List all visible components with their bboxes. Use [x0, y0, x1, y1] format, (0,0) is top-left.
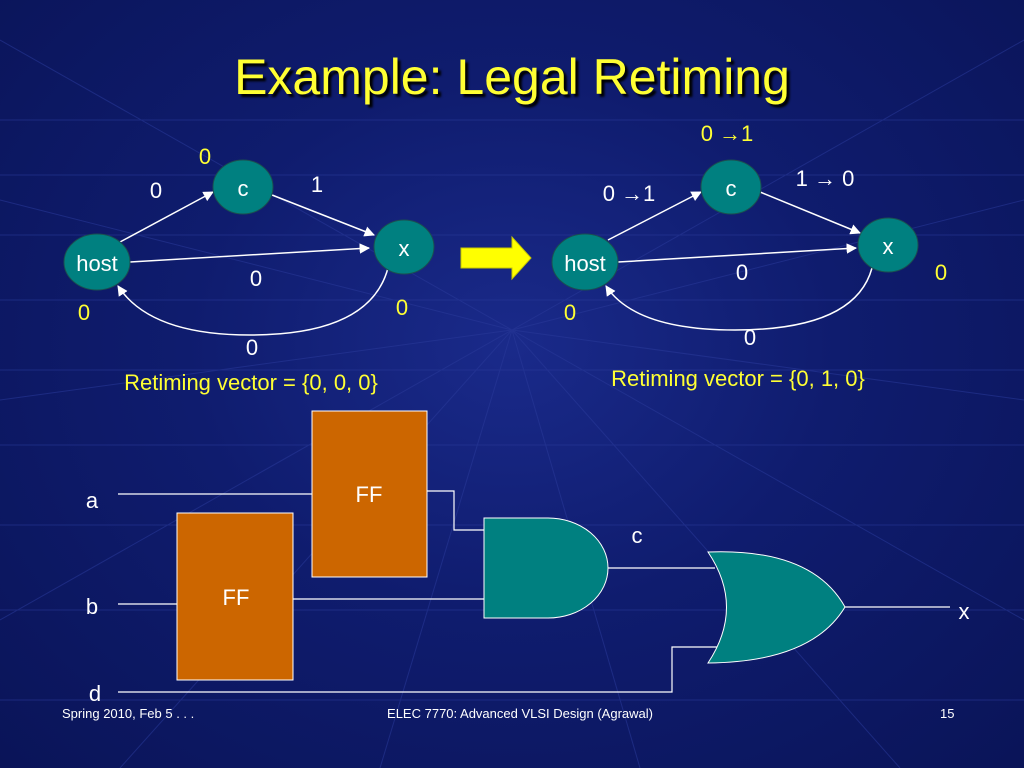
- weight-x-host-right: 0: [744, 325, 756, 350]
- weight-c-x-left: 1: [311, 172, 323, 197]
- retiming-vector-left: Retiming vector = {0, 0, 0}: [124, 370, 378, 395]
- input-a-label: a: [86, 488, 99, 513]
- node-c-left-label: c: [238, 176, 249, 201]
- signal-c-label: c: [632, 523, 643, 548]
- wire-d: [118, 646, 717, 693]
- node-x-right-label: x: [883, 234, 894, 259]
- node-host-left-label: host: [76, 251, 118, 276]
- retiming-c-right: 0 →1: [701, 121, 754, 146]
- wire-ff-top-to-and: [427, 490, 484, 531]
- graph-left: c x host 0 0 1 0 0 0 0 Retiming vector =…: [63, 144, 435, 395]
- flip-flop-top: [311, 410, 428, 578]
- node-host-right: [551, 233, 619, 291]
- edge-x-host-left: [117, 267, 389, 336]
- node-host-right-label: host: [564, 251, 606, 276]
- flip-flop-bottom: [176, 512, 294, 681]
- or-gate: [707, 551, 846, 664]
- weight-host-c-left: 0: [150, 178, 162, 203]
- input-d-label: d: [89, 681, 101, 706]
- node-host-left: [63, 233, 131, 291]
- node-c-right: [700, 159, 762, 215]
- edge-host-c-right: [607, 191, 702, 241]
- edge-x-host-right: [605, 267, 873, 331]
- edge-c-x-left: [271, 194, 375, 237]
- edge-c-x-right: [759, 191, 861, 235]
- weight-x-host-left: 0: [246, 335, 258, 360]
- retiming-host-right: 0: [564, 300, 576, 325]
- footer-page-number: 15: [940, 706, 955, 721]
- circuit: FF FF a b d c x: [86, 410, 970, 706]
- node-x-left: [373, 219, 435, 275]
- node-c-left: [212, 159, 274, 215]
- retiming-x-right: 0: [935, 260, 947, 285]
- node-x-left-label: x: [399, 236, 410, 261]
- retiming-host-left: 0: [78, 300, 90, 325]
- weight-host-x-left: 0: [250, 266, 262, 291]
- edge-host-x-right: [617, 243, 858, 263]
- node-c-right-label: c: [726, 176, 737, 201]
- and-gate: [483, 517, 609, 619]
- output-x-label: x: [959, 599, 970, 624]
- retiming-vector-right: Retiming vector = {0, 1, 0}: [611, 366, 865, 391]
- weight-host-x-right: 0: [736, 260, 748, 285]
- footer-date: Spring 2010, Feb 5 . . .: [62, 706, 195, 721]
- weight-host-c-right: 0 →1: [603, 181, 656, 206]
- footer-course: ELEC 7770: Advanced VLSI Design (Agrawal…: [387, 706, 653, 721]
- weight-c-x-right: 1 → 0: [796, 166, 855, 191]
- input-b-label: b: [86, 594, 98, 619]
- edge-host-x-left: [129, 243, 371, 263]
- graph-right: c x host 0 →1 0 →1 1 → 0 0 0 0 0 Retimin…: [551, 121, 947, 391]
- transform-arrow-icon: [460, 235, 532, 281]
- retiming-c-left: 0: [199, 144, 211, 169]
- node-x-right: [857, 217, 919, 273]
- flip-flop-top-label: FF: [356, 482, 383, 507]
- slide-title: Example: Legal Retiming: [234, 49, 790, 105]
- retiming-x-left: 0: [396, 295, 408, 320]
- edge-host-c-left: [119, 191, 214, 243]
- flip-flop-bottom-label: FF: [223, 585, 250, 610]
